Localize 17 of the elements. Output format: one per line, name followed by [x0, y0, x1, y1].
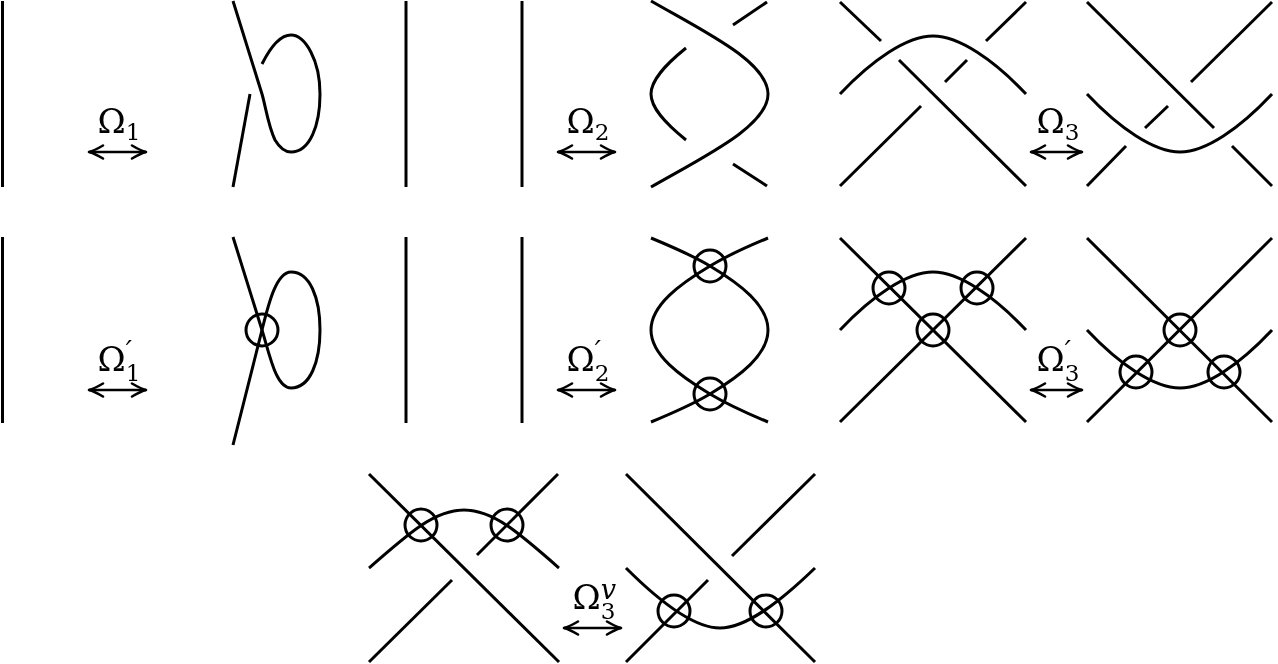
knot-diagram — [649, 236, 770, 424]
knot-diagram — [367, 472, 561, 664]
knot-diagram — [1, 1, 4, 187]
knot-diagram — [404, 1, 524, 187]
knot-diagram — [649, 0, 770, 188]
move-label: Ω$_{3}$ — [1035, 100, 1081, 145]
knot-diagram — [838, 0, 1028, 188]
knot-diagram — [1085, 236, 1274, 424]
knot-diagram — [231, 0, 322, 188]
knot-diagram — [231, 236, 322, 446]
knot-diagram — [1085, 0, 1274, 188]
knot-diagram — [624, 472, 817, 664]
knot-diagram — [838, 236, 1028, 424]
move-label: Ω$_{1}$ — [96, 100, 142, 145]
knot-diagram — [404, 237, 524, 423]
move-label: Ω$_{2}$ — [565, 100, 611, 145]
knot-diagram — [1, 237, 4, 423]
